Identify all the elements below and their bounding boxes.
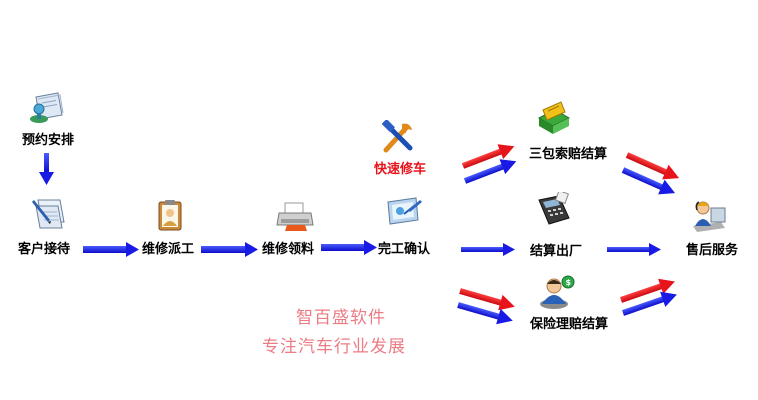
node-quick-label: 快速修车 [374, 162, 427, 177]
node-aftersales-label: 售后服务 [686, 243, 739, 258]
node-reception-label: 客户接待 [18, 242, 71, 257]
svg-text:$: $ [566, 278, 572, 287]
node-dispatch-label: 维修派工 [142, 242, 195, 257]
double-arrow-insurance-to-aftersales [620, 278, 677, 316]
double-arrow-completion-to-warranty [461, 144, 517, 184]
node-warranty-label: 三包索赔结算 [529, 147, 608, 162]
double-arrow-completion-to-insurance [457, 288, 515, 325]
node-schedule-label: 预约安排 [22, 133, 75, 148]
insurance-agent-icon: $ [540, 275, 575, 309]
reception-notepad-icon [32, 199, 65, 229]
double-arrow-warranty-to-aftersales [621, 152, 680, 195]
brand-name: 智百盛软件 [296, 308, 386, 328]
arrow-schedule-to-reception [39, 153, 54, 185]
schedule-book-icon [30, 92, 64, 123]
node-completion-label: 完工确认 [378, 242, 431, 257]
node-insurance-label: 保险理赔结算 [530, 317, 609, 332]
arrow-completion-to-checkout [461, 243, 515, 256]
arrow-dispatch-to-parts [201, 242, 258, 257]
parts-printer-icon [276, 202, 314, 231]
arrow-reception-to-dispatch [83, 242, 139, 257]
arrow-parts-to-completion [321, 240, 377, 255]
brand-slogan: 专注汽车行业发展 [262, 337, 406, 357]
node-checkout-label: 结算出厂 [530, 244, 583, 259]
warranty-money-icon [537, 101, 571, 134]
arrow-checkout-to-aftersales [607, 243, 661, 256]
completion-screen-icon [387, 197, 422, 225]
dispatch-clipboard-icon [158, 200, 182, 231]
wrench-hammer-icon [382, 120, 413, 153]
card-terminal-icon [538, 192, 570, 225]
service-agent-icon [693, 201, 726, 232]
node-parts-label: 维修领料 [262, 242, 315, 257]
